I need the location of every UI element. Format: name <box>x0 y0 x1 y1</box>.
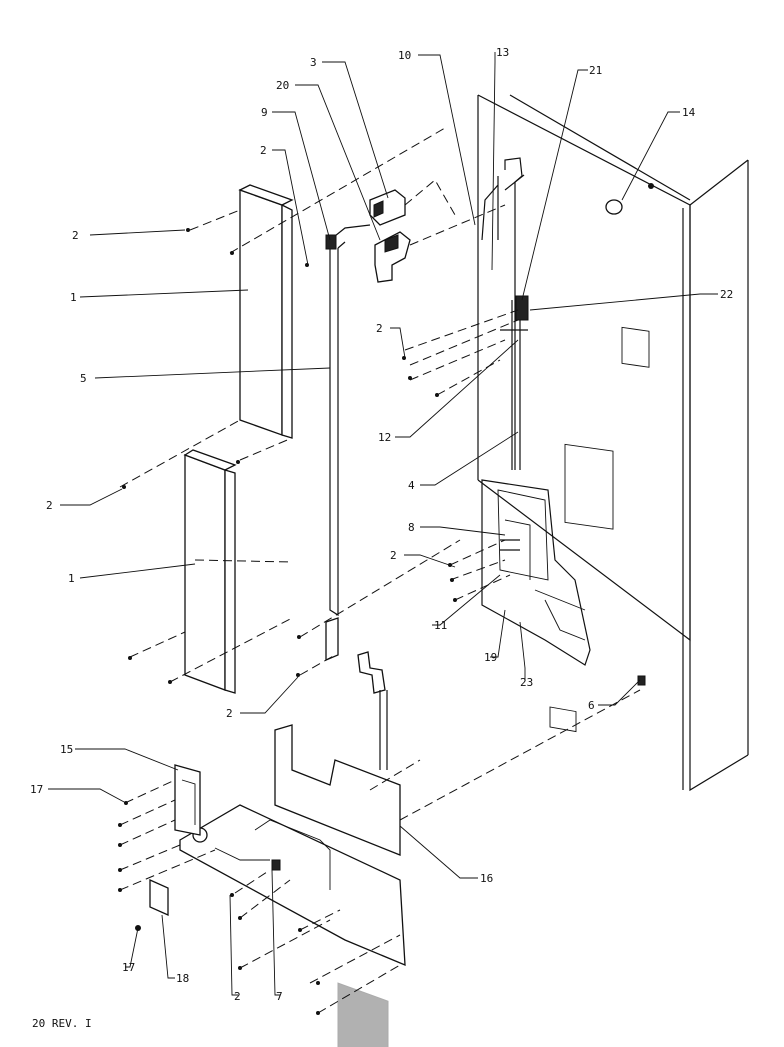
part-9-icon <box>325 234 337 250</box>
part-22-icon <box>515 295 529 321</box>
callout-5: 5 <box>80 372 87 385</box>
part-6-icon <box>637 675 646 686</box>
lower-compartment <box>481 479 591 733</box>
callout-1: 1 <box>70 291 77 304</box>
callout-7: 7 <box>276 990 283 1003</box>
center-panel-5 <box>325 224 371 617</box>
callout-17: 17 <box>122 961 135 974</box>
callout-18: 18 <box>176 972 189 985</box>
duct-panel-lower <box>183 449 237 694</box>
callout-16: 16 <box>480 872 493 885</box>
callout-2: 2 <box>234 990 241 1003</box>
revision-note: 20 REV. I <box>32 1017 92 1030</box>
callout-13: 13 <box>496 46 509 59</box>
callout-1: 1 <box>68 572 75 585</box>
cabinet-back-panel <box>477 94 749 792</box>
label-small <box>621 326 650 368</box>
callout-19: 19 <box>484 651 497 664</box>
callout-2: 2 <box>226 707 233 720</box>
part-7-icon <box>271 859 281 871</box>
callout-2: 2 <box>376 322 383 335</box>
callout-2: 2 <box>46 499 53 512</box>
callout-10: 10 <box>398 49 411 62</box>
bottom-cover-16 <box>274 724 401 856</box>
callout-4: 4 <box>408 479 415 492</box>
callout-11: 11 <box>434 619 447 632</box>
callout-3: 3 <box>310 56 317 69</box>
callout-20: 20 <box>276 79 289 92</box>
callout-2: 2 <box>72 229 79 242</box>
plug-14-icon <box>605 199 623 215</box>
bracket-15 <box>174 764 201 836</box>
bracket-18 <box>149 878 169 917</box>
callout-14: 14 <box>682 106 696 119</box>
callout-17: 17 <box>30 783 43 796</box>
lower-center-parts <box>325 617 388 770</box>
leader-lines <box>48 52 718 996</box>
assembly-lines <box>119 127 641 1014</box>
callout-9: 9 <box>261 106 268 119</box>
label-plate <box>564 443 614 530</box>
callout-15: 15 <box>60 743 73 756</box>
callout-labels: 3 20 9 2 2 1 5 2 1 2 10 13 21 14 22 2 12… <box>30 46 733 1030</box>
callout-12: 12 <box>378 431 391 444</box>
tube-assembly <box>481 157 529 470</box>
duct-panel-upper <box>238 184 294 439</box>
callout-22: 22 <box>720 288 733 301</box>
callout-8: 8 <box>408 521 415 534</box>
callout-23: 23 <box>520 676 533 689</box>
callout-6: 6 <box>588 699 595 712</box>
callout-21: 21 <box>589 64 602 77</box>
callout-2: 2 <box>260 144 267 157</box>
callout-2: 2 <box>390 549 397 562</box>
part-20-bracket <box>374 231 411 283</box>
fasteners <box>118 228 457 1015</box>
